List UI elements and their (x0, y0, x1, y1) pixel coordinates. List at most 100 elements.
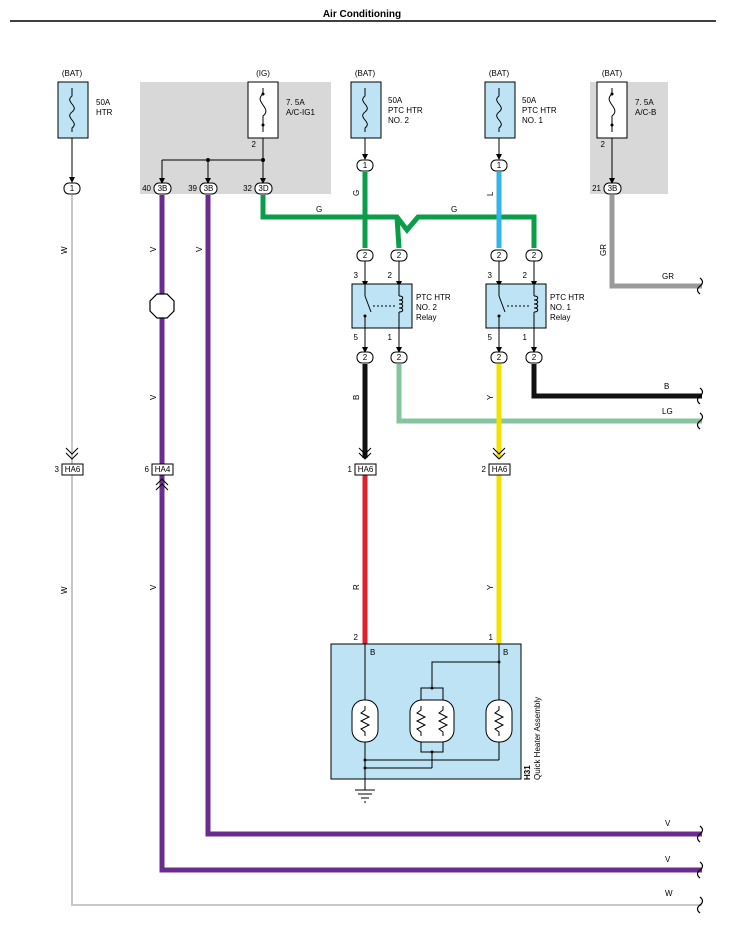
quick-heater-assembly: 2 1 B B H31 Quick Heater (330, 633, 542, 803)
wire-g-cross (394, 216, 402, 249)
fuse-ptc1-pin-oval (490, 159, 508, 172)
relay-no2-line2: NO. 2 (416, 303, 437, 312)
ig-bus-node-2 (261, 158, 265, 162)
connector-ha6-r: 1 HA6 (348, 447, 377, 476)
wire-label-v1: V (149, 246, 158, 252)
relay-no1-pin3: 3 (488, 271, 493, 280)
jc-32-oval (254, 182, 273, 195)
wire-lg (396, 364, 702, 424)
wire-w (71, 195, 702, 906)
relay-no1-pin1: 1 (523, 333, 528, 342)
wire-labels: W W W V V V V V V G G G L GR GR B B LG Y… (60, 190, 674, 898)
fuse-acb-pin: 2 (601, 140, 606, 149)
wire-label-v5: V (665, 819, 671, 828)
relay-no2-conn-1-label: 2 (397, 353, 402, 362)
fuse-ptc1-pin: 1 (497, 161, 502, 170)
connector-ha6-w: 3 HA6 (55, 447, 84, 476)
wire-label-w2: W (60, 586, 69, 594)
fuse-acb-source: (BAT) (602, 69, 623, 78)
wire-label-w3: W (665, 889, 673, 898)
heater-element-left (351, 699, 379, 743)
fuse-htr-box (57, 81, 89, 139)
relay-no2-line1: PTC HTR (416, 293, 451, 302)
jc-39-oval (199, 182, 218, 195)
relay-no1: 3 2 2 2 PTC HTR NO. 1 Relay 5 1 2 2 (485, 249, 585, 364)
fuse-htr-pin: 1 (70, 184, 75, 193)
fuse-htr-source: (BAT) (62, 69, 83, 78)
fuse-ptc1-name1: PTC HTR (522, 106, 557, 115)
heater-code: H31 (523, 765, 532, 780)
relay-no2-pin2: 2 (388, 271, 393, 280)
wire-label-g3: G (352, 190, 361, 196)
relay-no1-conn-5-oval (490, 351, 508, 364)
relay-no1-line2: NO. 1 (550, 303, 571, 312)
wire-label-y2: Y (486, 584, 495, 590)
wire-label-b2: B (664, 382, 669, 391)
relay-no1-conn-3-label: 2 (497, 251, 502, 260)
jc-40-oval (153, 182, 172, 195)
fuse-ptc2-pin: 1 (363, 161, 368, 170)
relay-no1-conn-5-label: 2 (497, 353, 502, 362)
wire-label-w1: W (60, 246, 69, 254)
wire-label-v6: V (665, 855, 671, 864)
wire-v-39 (205, 195, 702, 837)
jc-39-pin: 39 (188, 184, 197, 193)
connector-ha6-y-pin: 2 (482, 465, 487, 474)
relay-no1-line3: Relay (550, 313, 570, 322)
jc-21-pin: 21 (592, 184, 601, 193)
connector-ha4-v: 6 HA4 (145, 463, 174, 491)
heater-pin2: 2 (354, 633, 359, 642)
fuse-ptc2-rating: 50A (388, 96, 403, 105)
page-title: Air Conditioning (323, 9, 401, 20)
fuse-ptc1-rating: 50A (522, 96, 537, 105)
fuse-acig1-pin: 2 (252, 140, 257, 149)
jc-40-code: 3B (158, 184, 168, 193)
heater-term-left: B (370, 648, 375, 657)
fuse-acig1-source: (IG) (256, 69, 270, 78)
wire-label-y1: Y (486, 394, 495, 400)
fuse-acig1-dot-top (261, 92, 265, 96)
connector-ha6-r-code: HA6 (358, 465, 374, 474)
heater-name: Quick Heater Assembly (533, 697, 542, 780)
relay-no1-line1: PTC HTR (550, 293, 585, 302)
connector-ha4-v-pin: 6 (145, 465, 150, 474)
fuse-ptc2-name1: PTC HTR (388, 106, 423, 115)
fuse-ptc1-source: (BAT) (489, 69, 510, 78)
wire-label-l1: L (486, 191, 495, 196)
relay-no1-conn-2-label: 2 (532, 251, 537, 260)
connector-ha4-v-code: HA4 (155, 465, 171, 474)
relay-no2-line3: Relay (416, 313, 436, 322)
jc-32-code: 3D (258, 184, 268, 193)
jc-39-code: 3B (204, 184, 214, 193)
wire-gr (609, 195, 702, 289)
heater-pin1: 1 (489, 633, 494, 642)
fuse-ptc1-box (484, 81, 516, 139)
fuse-ptc2-pin-oval (356, 159, 374, 172)
wire-label-gr2: GR (662, 272, 674, 281)
jc-32-pin: 32 (243, 184, 252, 193)
wire-g-32 (260, 195, 537, 248)
splice-octagon (149, 293, 175, 319)
connector-ha6-y-code: HA6 (492, 465, 508, 474)
fuse-ptc2-icon (362, 88, 368, 132)
wire-label-r1: R (352, 584, 361, 590)
wire-label-v3: V (149, 584, 158, 590)
wire-label-gr1: GR (599, 244, 608, 256)
wire-label-g1: G (316, 205, 322, 214)
fuse-acb-dot-bottom (610, 123, 614, 127)
fuse-acig1-dot-bottom (261, 123, 265, 127)
relay-no1-pin5: 5 (488, 333, 493, 342)
relay-no2-pin1: 1 (388, 333, 393, 342)
wire-v-40 (159, 195, 702, 873)
fuse-htr-rating: 50A (96, 98, 111, 107)
fuse-ptc1-icon (496, 88, 502, 132)
jc-40-pin: 40 (142, 184, 151, 193)
fuse-htr-name: HTR (96, 108, 113, 117)
heater-term-right: B (503, 648, 508, 657)
wire-b-relay1 (531, 364, 702, 399)
wire-label-g2: G (451, 205, 457, 214)
relay-no2-conn-5-oval (356, 351, 374, 364)
connector-ha6-w-pin: 3 (55, 465, 60, 474)
jc-21-code: 3B (608, 184, 618, 193)
